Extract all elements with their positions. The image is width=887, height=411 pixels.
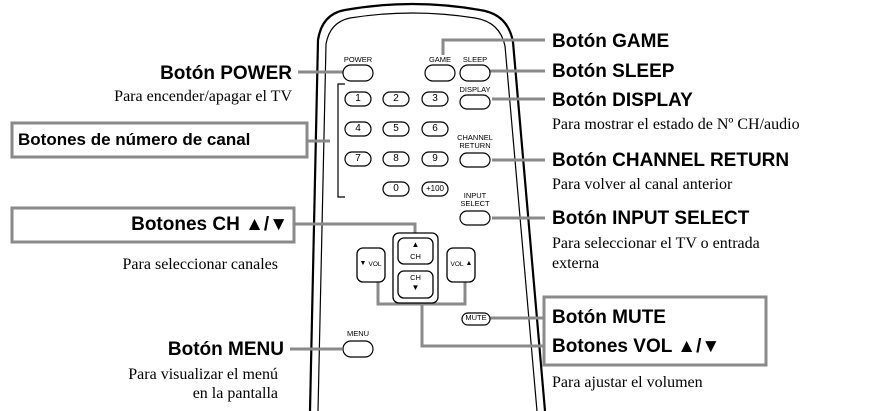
power-button-label: POWER xyxy=(343,55,373,64)
numeric-keypad xyxy=(344,91,449,197)
callout-game-title: Botón GAME xyxy=(552,31,670,52)
menu-button-label: MENU xyxy=(346,329,370,338)
channel-return-button-label: CHANNEL RETURN xyxy=(457,133,493,150)
digit-0-label: 0 xyxy=(393,183,399,194)
power-button xyxy=(342,64,374,82)
mute-button xyxy=(461,312,491,326)
ch-down-label: CH xyxy=(410,273,421,282)
ch-up-arrow: ▲ xyxy=(411,240,420,249)
callout-sleep-title: Botón SLEEP xyxy=(552,61,675,82)
callout-input-select-title: Botón INPUT SELECT xyxy=(552,208,750,229)
vol-up-arrow: ▲ xyxy=(465,260,473,267)
callout-power-desc: Para encender/apagar el TV xyxy=(114,88,292,105)
display-button-label: DISPLAY xyxy=(459,85,491,94)
callout-input-select-desc-1: Para seleccionar el TV o entrada xyxy=(552,235,760,252)
input-select-button xyxy=(459,210,491,226)
callout-mute-title: Botón MUTE xyxy=(552,307,666,328)
callout-ch-title: Botones CH ▲/▼ xyxy=(131,214,288,235)
digit-0-button xyxy=(382,181,410,197)
digit-8-label: 8 xyxy=(393,153,399,164)
vol-up-label: VOL xyxy=(450,261,464,268)
ch-down-button xyxy=(397,270,434,299)
digit-7-button xyxy=(344,151,372,167)
digit-5-label: 5 xyxy=(393,123,399,134)
channel-return-button xyxy=(459,152,491,168)
digit-3-label: 3 xyxy=(432,93,438,104)
game-button xyxy=(424,64,456,82)
input-select-button-label: INPUT SELECT xyxy=(460,191,490,208)
callout-vol-desc: Para ajustar el volumen xyxy=(552,374,703,391)
digit-6-button xyxy=(421,121,449,137)
display-button xyxy=(459,94,491,110)
callout-display-title: Botón DISPLAY xyxy=(552,90,693,111)
vol-down-button xyxy=(356,247,386,283)
keypad-bracket xyxy=(337,83,345,198)
mute-vol-box xyxy=(542,295,768,367)
callout-menu-title: Botón MENU xyxy=(167,339,284,360)
digit-3-button xyxy=(421,91,449,107)
digit-4-button xyxy=(344,121,372,137)
ch-up-button xyxy=(397,237,434,265)
mute-button-label: MUTE xyxy=(465,313,487,322)
vol-up-button xyxy=(446,247,476,283)
game-button-label: GAME xyxy=(428,55,452,64)
digit-6-label: 6 xyxy=(432,123,438,134)
digit-1-label: 1 xyxy=(355,93,361,104)
digit-7-label: 7 xyxy=(355,153,361,164)
callout-channel-numbers-title: Botones de número de canal xyxy=(18,130,251,149)
callout-ch-desc: Para seleccionar canales xyxy=(122,256,278,273)
callout-channel-return-title: Botón CHANNEL RETURN xyxy=(552,150,790,171)
callout-channel-return-desc: Para volver al canal anterior xyxy=(552,176,733,193)
callout-vol-title: Botones VOL ▲/▼ xyxy=(552,336,721,357)
callout-input-select-desc-2: externa xyxy=(552,255,600,272)
digit-2-button xyxy=(382,91,410,107)
vol-down-arrow: ▼ xyxy=(359,260,367,267)
digit-5-button xyxy=(382,121,410,137)
digit-9-button xyxy=(421,151,449,167)
digit-4-label: 4 xyxy=(355,123,361,134)
digit-8-button xyxy=(382,151,410,167)
callout-menu-desc-2: en la pantalla xyxy=(192,385,278,402)
ch-up-label: CH xyxy=(410,252,421,261)
sleep-button xyxy=(459,64,491,82)
remote-body-outer xyxy=(308,2,547,411)
callout-display-desc: Para mostrar el estado de Nº CH/audio xyxy=(552,116,800,133)
digit-100-label: +100 xyxy=(425,184,445,193)
remote-body-inner xyxy=(317,12,538,411)
digit-1-button xyxy=(344,91,372,107)
menu-button xyxy=(342,340,374,358)
digit-9-label: 9 xyxy=(432,153,438,164)
sleep-button-label: SLEEP xyxy=(462,55,488,64)
vol-down-label: VOL xyxy=(368,261,382,268)
callout-power-title: Botón POWER xyxy=(160,63,292,84)
callout-menu-desc-1: Para visualizar el menú xyxy=(128,366,278,383)
digit-2-label: 2 xyxy=(393,93,399,104)
ch-down-arrow: ▼ xyxy=(411,283,420,292)
digit-100-button xyxy=(421,181,449,197)
leader-lines xyxy=(290,38,545,351)
